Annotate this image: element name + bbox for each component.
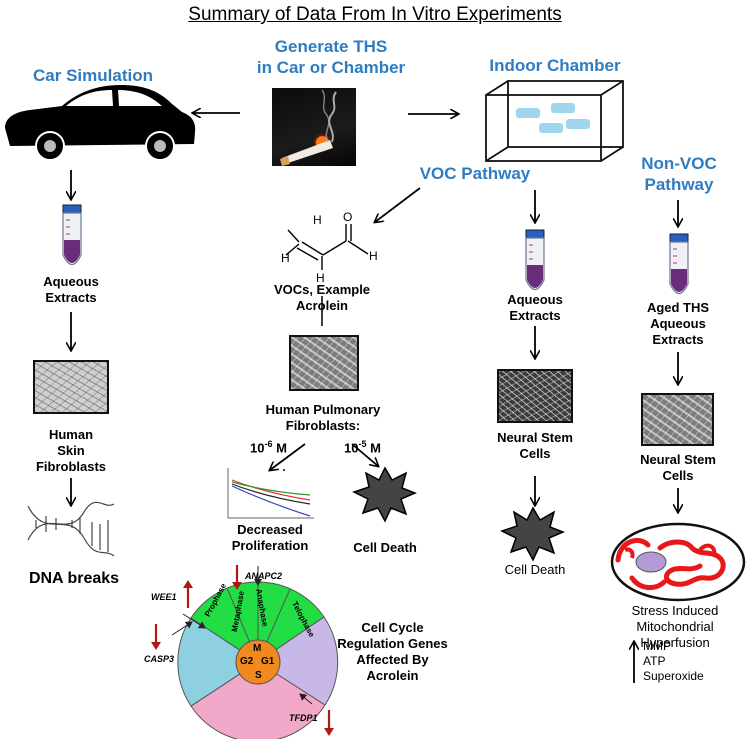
- cell-cycle-wheel: [177, 581, 339, 739]
- dose-low-unit: M: [272, 440, 287, 456]
- tfdp1-pointer: [299, 693, 313, 705]
- skin-fibroblast-label: Human Skin Fibroblasts: [35, 427, 107, 474]
- page-title: Summary of Data From In Vitro Experiment…: [188, 4, 562, 25]
- arrow-cells-to-prolif: [270, 443, 306, 470]
- superoxide-label: Superoxide: [643, 669, 704, 683]
- neural-stem-label-nonvoc: Neural Stem Cells: [640, 452, 716, 483]
- svg-text:H: H: [369, 249, 378, 263]
- center-s: S: [255, 670, 262, 681]
- skin-fibroblast-micrograph: [33, 360, 109, 414]
- dose-low-label: 10-6 M: [250, 436, 310, 456]
- tube-icon-nonvoc: [669, 233, 689, 295]
- dose-low-base: 10: [250, 440, 265, 456]
- car-simulation-header: Car Simulation: [33, 66, 153, 85]
- gene-wee1: WEE1: [151, 592, 177, 602]
- cell-death-label-right: Cell Death: [504, 562, 566, 577]
- chamber-icon: [485, 80, 624, 162]
- chamber-panels: [516, 103, 590, 133]
- tube-icon-voc: [525, 229, 545, 291]
- neural-stem-micrograph-voc: [497, 369, 573, 423]
- arrow-cells-to-death: [351, 443, 378, 466]
- generate-ths-header: Generate THS in Car or Chamber: [256, 37, 406, 77]
- dna-breaks-label: DNA breaks: [28, 570, 120, 587]
- center-m: M: [253, 643, 262, 654]
- cigarette-smoke-image: [272, 88, 356, 166]
- svg-text:H: H: [316, 271, 325, 285]
- aged-extracts-label: Aged THS Aqueous Extracts: [646, 300, 710, 347]
- molecule-label: VOCs, Example Acrolein: [273, 282, 371, 313]
- pulmonary-fibroblast-label: Human Pulmonary Fibroblasts:: [265, 402, 381, 433]
- tube-icon-car: [62, 204, 82, 266]
- atp-label: ATP: [643, 654, 666, 668]
- mitochondria-cell-icon: [610, 522, 746, 602]
- voc-pathway-header: VOC Pathway: [419, 164, 531, 183]
- mito-hyperfusion-label: Stress Induced Mitochondrial Hyperfusion: [631, 603, 719, 650]
- indoor-chamber-header: Indoor Chamber: [489, 56, 621, 75]
- gene-casp3: CASP3: [144, 654, 175, 664]
- neural-stem-micrograph-nonvoc: [641, 393, 714, 446]
- car-icon: [5, 85, 196, 161]
- voc-extracts-label: Aqueous Extracts: [507, 292, 563, 323]
- car-extracts-label: Aqueous Extracts: [43, 274, 99, 305]
- dose-high-unit: M: [366, 440, 381, 456]
- center-g2: G2: [240, 656, 254, 667]
- acrolein-atoms: H H O H H: [281, 210, 378, 285]
- dose-high-exponent: -5: [358, 439, 367, 449]
- increase-list: MMP ATP Superoxide: [643, 639, 704, 684]
- wee1-pointer: [182, 613, 206, 629]
- dna-helix-icon: [27, 501, 115, 557]
- svg-text:H: H: [281, 251, 290, 265]
- dose-low-exponent: -6: [264, 439, 273, 449]
- decreased-proliferation-label: Decreased Proliferation: [231, 522, 309, 553]
- dose-high-label: 10-5 M: [344, 436, 404, 456]
- arrow-voc-to-molecule: [375, 187, 421, 222]
- gene-tfdp1: TFDP1: [289, 713, 318, 723]
- pulmonary-fibroblast-micrograph: [289, 335, 359, 391]
- dose-high-base: 10: [344, 440, 359, 456]
- acrolein-molecule: [285, 224, 369, 270]
- svg-text:O: O: [343, 210, 352, 224]
- cell-cycle-caption: Cell Cycle Regulation Genes Affected By …: [337, 620, 448, 683]
- svg-text:H: H: [313, 213, 322, 227]
- casp3-pointer: [171, 621, 193, 636]
- cell-death-burst-icon-2: [500, 506, 565, 562]
- mmp-label: MMP: [643, 639, 671, 653]
- non-voc-pathway-header: Non-VOC Pathway: [641, 154, 717, 194]
- proliferation-plot: [227, 468, 314, 519]
- cell-death-label-left: Cell Death: [353, 540, 417, 555]
- gene-anapc2: ANAPC2: [245, 571, 283, 581]
- center-g1: G1: [261, 656, 275, 667]
- neural-stem-label-voc: Neural Stem Cells: [497, 430, 573, 461]
- cell-death-burst-icon: [352, 466, 417, 523]
